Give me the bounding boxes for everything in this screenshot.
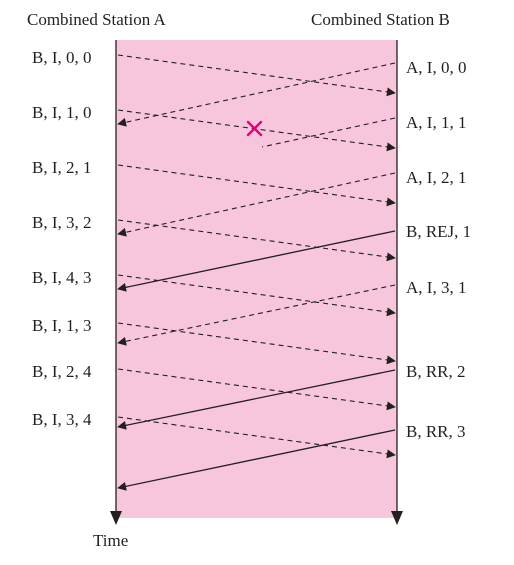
- frame-b-to-a-3: [117, 172, 396, 237]
- frame-a-to-b-1: [117, 54, 396, 97]
- frame-a-to-b-5: [117, 274, 396, 317]
- station-a-frame-5: B, I, 4, 3: [32, 268, 92, 287]
- station-b-frame-4: B, REJ, 1: [406, 222, 472, 241]
- station-a-title: Combined Station A: [27, 10, 166, 29]
- station-a-frame-1: B, I, 0, 0: [32, 48, 92, 67]
- frame-a-to-b-7: [117, 368, 396, 411]
- frame-b-to-a-4: [117, 230, 396, 292]
- frame-b-to-a-1: [117, 62, 396, 127]
- station-b-frame-2: A, I, 1, 1: [406, 113, 467, 132]
- station-b-title: Combined Station B: [311, 10, 450, 29]
- station-a-frame-6: B, I, 1, 3: [32, 316, 92, 335]
- station-b-frame-7: B, RR, 3: [406, 422, 466, 441]
- time-axis-label: Time: [93, 531, 129, 550]
- station-a-frame-2: B, I, 1, 0: [32, 103, 92, 122]
- frame-b-to-a-7: [117, 429, 396, 491]
- station-b-frame-1: A, I, 0, 0: [406, 58, 467, 77]
- frame-a-to-b-6: [117, 322, 396, 365]
- station-a-frame-3: B, I, 2, 1: [32, 158, 92, 177]
- time-band: [116, 40, 397, 518]
- station-b-timeline-arrowhead: [391, 511, 403, 525]
- station-a-frame-7: B, I, 2, 4: [32, 362, 92, 381]
- station-a-frame-4: B, I, 3, 2: [32, 213, 92, 232]
- lost-frame-marker: [246, 120, 263, 137]
- frame-b-to-a-2-lost: [261, 117, 396, 148]
- frame-b-to-a-5: [117, 284, 396, 346]
- frame-b-to-a-6: [117, 369, 396, 430]
- frame-a-to-b-3: [117, 164, 396, 207]
- station-b-frame-5: A, I, 3, 1: [406, 278, 467, 297]
- station-b-frame-3: A, I, 2, 1: [406, 168, 467, 187]
- station-b-frame-6: B, RR, 2: [406, 362, 466, 381]
- station-a-timeline-arrowhead: [110, 511, 122, 525]
- frame-a-to-b-8: [117, 416, 396, 459]
- frame-a-to-b-4: [117, 219, 396, 262]
- station-a-frame-8: B, I, 3, 4: [32, 410, 92, 429]
